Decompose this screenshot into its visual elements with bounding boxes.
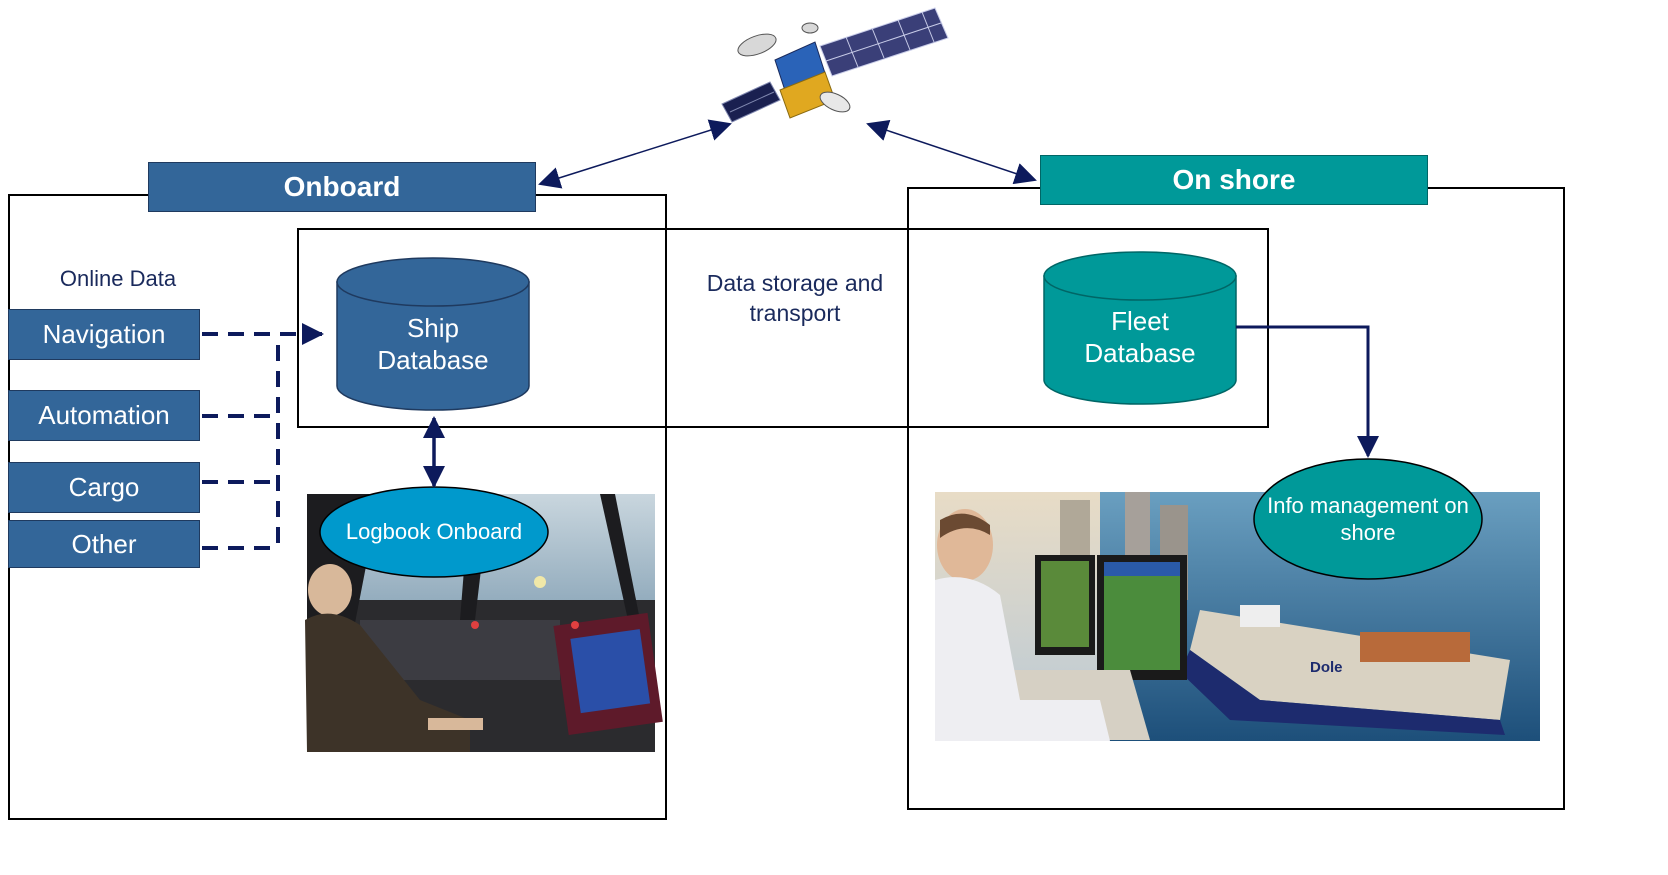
ship-database-cylinder [336, 257, 530, 411]
ship-database-line1: Ship [406, 313, 460, 344]
online-data-label: Online Data [59, 266, 177, 291]
source-connectors [202, 323, 324, 550]
storage-label-line2: transport [749, 300, 841, 326]
fleet-info-arrow [1236, 325, 1379, 458]
storage-label-line1: Data storage and [706, 270, 884, 296]
info-management-ellipse [1253, 458, 1483, 580]
source-cargo: Cargo [8, 462, 200, 513]
info-management-line1: Info management on [1267, 492, 1469, 518]
fleet-database-line1: Fleet [1111, 306, 1169, 337]
fleet-database-label: Fleet Database [1044, 303, 1236, 373]
source-other: Other [8, 520, 200, 568]
onboard-header: Onboard [148, 162, 536, 212]
ship-bridge-photo [305, 494, 663, 752]
fleet-database-cylinder [1043, 251, 1237, 405]
satellite-onboard-link [538, 119, 732, 189]
satellite-shore-link [866, 119, 1037, 185]
fleet-database-line2: Database [1084, 338, 1196, 368]
info-management-label: Info management on shore [1254, 490, 1482, 548]
satellite-icon [721, 7, 949, 123]
svg-text:Dole: Dole [1310, 659, 1343, 676]
ship-database-line2: Database [377, 345, 489, 375]
ship-database-label: Ship Database [337, 310, 529, 380]
shore-office-photo: Dole [935, 492, 1540, 741]
source-navigation: Navigation [8, 309, 200, 360]
logbook-label: Logbook Onboard [345, 519, 523, 545]
storage-label: Data storage and transport [690, 268, 900, 328]
source-automation: Automation [8, 390, 200, 441]
shore-header: On shore [1040, 155, 1428, 205]
info-management-line2: shore [1340, 520, 1396, 545]
